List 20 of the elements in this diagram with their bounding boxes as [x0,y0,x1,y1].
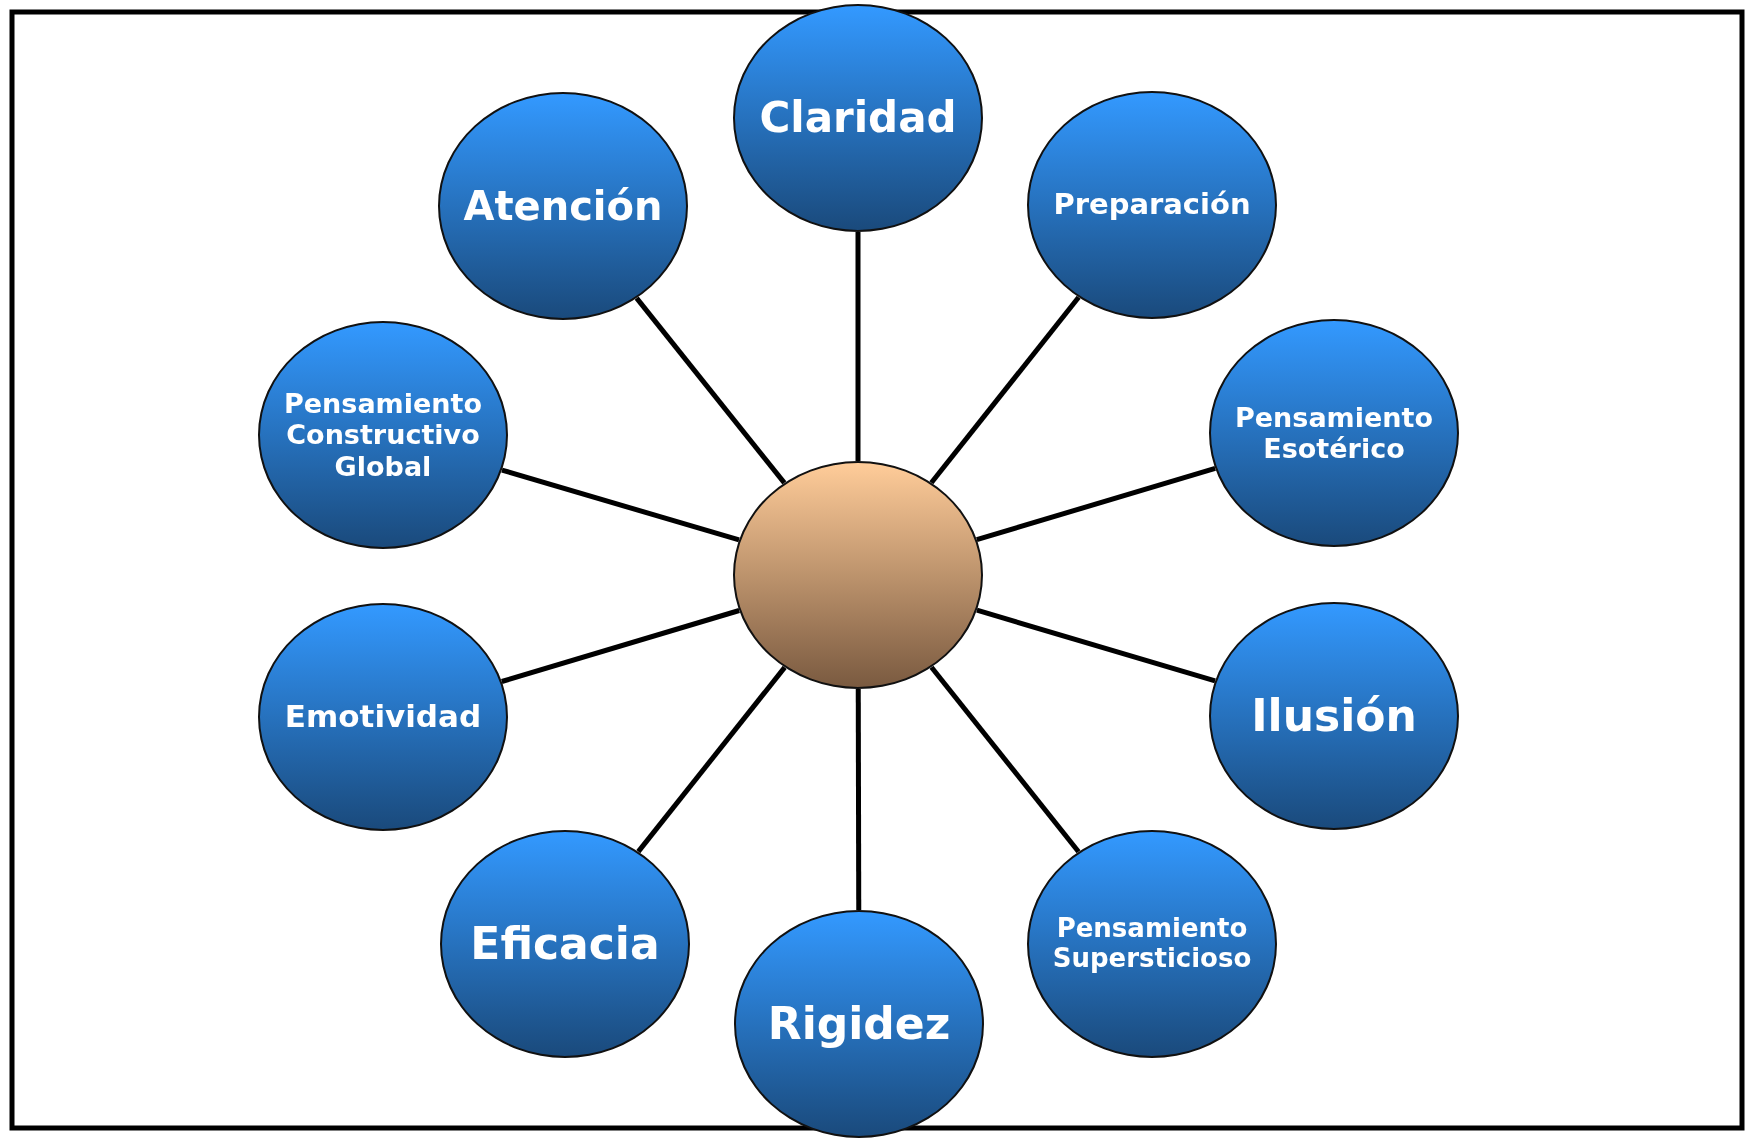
connector-line [634,296,787,485]
connector-line [501,467,740,543]
node-label: Ilusión [1251,690,1417,742]
node-label: Eficacia [470,918,660,970]
connector-line [636,665,787,854]
connector-line [929,295,1081,485]
connector-line [976,607,1216,684]
node-label: Emotividad [284,699,482,735]
node-label: Pensamiento Supersticioso [1052,914,1252,974]
node-label: Rigidez [767,998,951,1050]
connector-line [929,665,1081,854]
node-label: Claridad [759,93,957,143]
node-label: Preparación [1053,188,1251,222]
node-label: Pensamiento Esotérico [1234,401,1434,465]
connector-line [501,608,740,684]
connector-line [855,232,861,461]
connector-line [976,466,1216,542]
node-label: Pensamiento Constructivo Global [283,388,483,482]
node-label: Atención [463,183,663,229]
connector-line [855,689,862,910]
